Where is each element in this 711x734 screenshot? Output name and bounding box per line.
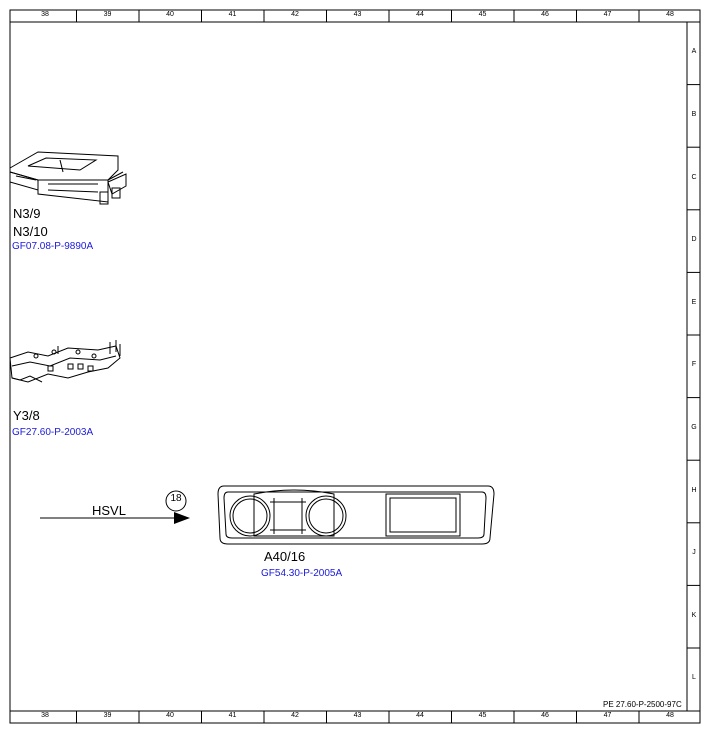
column-number: 42 <box>291 11 299 18</box>
row-letter: B <box>691 110 697 118</box>
column-number: 44 <box>416 712 424 719</box>
column-number: 45 <box>478 11 487 18</box>
row-letter: G <box>691 423 697 431</box>
row-letter: J <box>692 549 696 557</box>
signal-label-hsvl: HSVL <box>92 503 126 518</box>
row-letter: F <box>691 361 697 369</box>
reference-link-gf54[interactable]: GF54.30-P-2005A <box>261 568 343 579</box>
column-number: 43 <box>353 11 362 18</box>
column-number: 46 <box>541 712 549 719</box>
component-code-y3-8: Y3/8 <box>13 408 40 423</box>
row-letter: C <box>691 173 697 181</box>
document-reference: PE 27.60-P-2500-97C <box>603 700 682 709</box>
instrument-cluster-icon <box>217 485 495 545</box>
column-number: 40 <box>166 712 174 719</box>
row-letter: K <box>691 611 697 619</box>
reference-link-gf27[interactable]: GF27.60-P-2003A <box>12 427 94 438</box>
column-number: 41 <box>228 11 237 18</box>
column-number: 39 <box>103 712 112 719</box>
column-number: 46 <box>541 11 549 18</box>
column-number: 40 <box>166 11 174 18</box>
column-number: 48 <box>666 11 674 18</box>
row-letter: L <box>692 674 696 682</box>
column-number: 38 <box>41 712 49 719</box>
component-code-n3-10: N3/10 <box>13 224 48 239</box>
component-code-a40-16: A40/16 <box>264 549 306 564</box>
column-number: 47 <box>603 11 612 18</box>
reference-link-gf07[interactable]: GF07.08-P-9890A <box>12 241 94 252</box>
signal-arrow <box>40 512 190 524</box>
column-number: 38 <box>41 11 49 18</box>
control-unit-icon <box>9 151 127 205</box>
column-number: 44 <box>416 11 424 18</box>
row-letter: D <box>691 236 697 244</box>
column-number: 41 <box>228 712 237 719</box>
row-letter: A <box>691 48 697 56</box>
connector-circle-icon <box>165 490 187 512</box>
row-letter: H <box>691 486 697 494</box>
row-letter: E <box>691 298 697 306</box>
column-number: 48 <box>666 712 674 719</box>
valve-body-icon <box>9 340 121 383</box>
column-number: 39 <box>103 11 112 18</box>
column-number: 42 <box>291 712 299 719</box>
column-number: 43 <box>353 712 362 719</box>
column-number: 47 <box>603 712 612 719</box>
component-code-n3-9: N3/9 <box>13 206 41 221</box>
column-number: 45 <box>478 712 487 719</box>
connector-number: 18 <box>170 493 182 504</box>
